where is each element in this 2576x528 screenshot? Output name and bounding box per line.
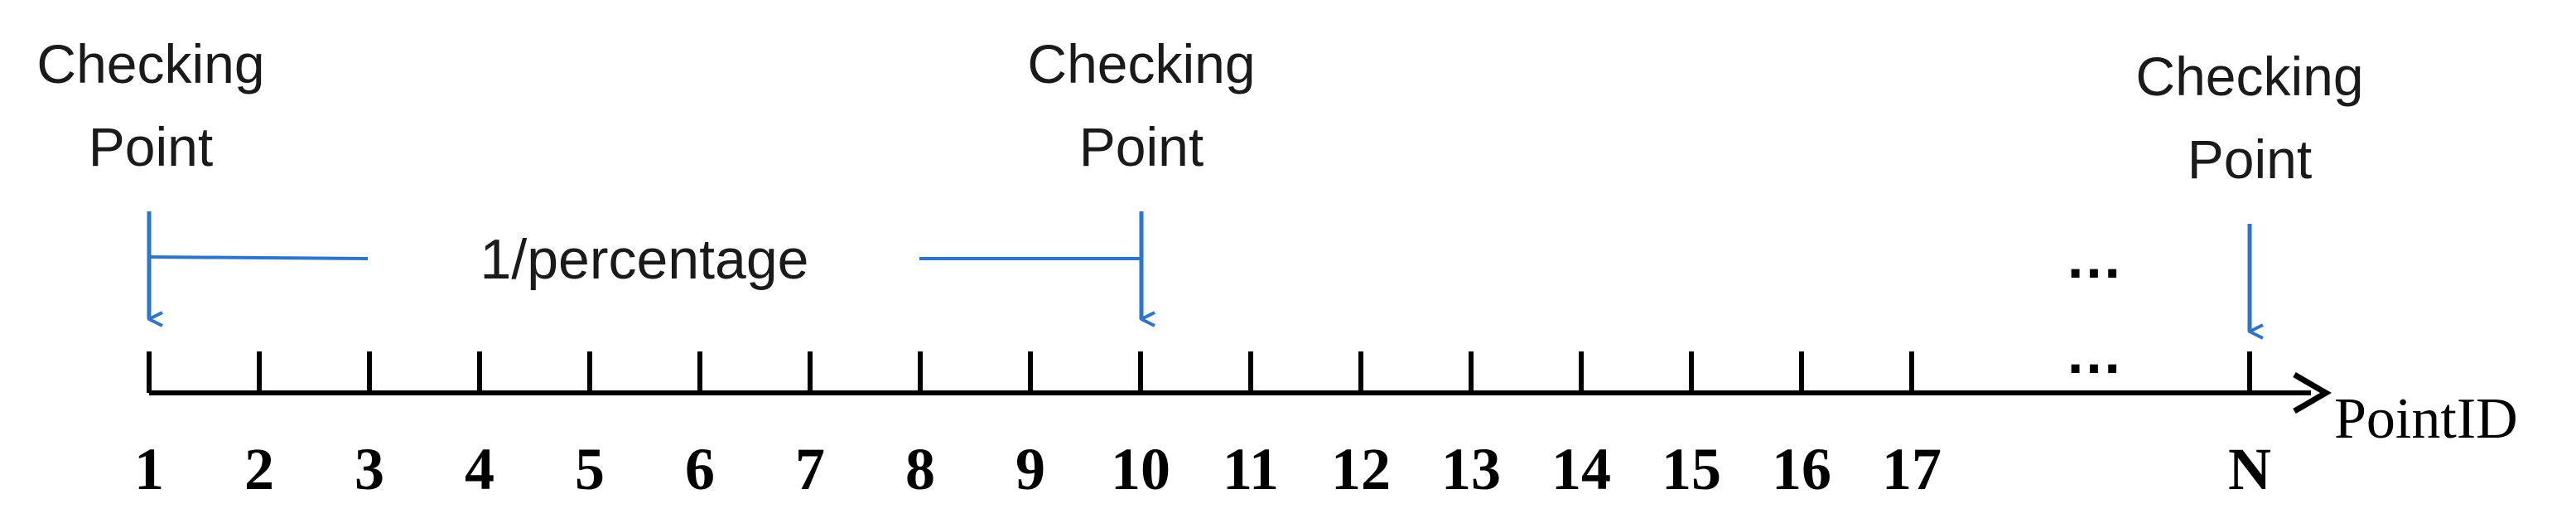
tick-label-15: 15 <box>1662 436 1721 502</box>
tick-label-N: N <box>2228 436 2271 502</box>
tick-label-9: 9 <box>1015 436 1045 502</box>
tick-label-3: 3 <box>355 436 384 502</box>
tick-label-7: 7 <box>795 436 825 502</box>
tick-label-14: 14 <box>1551 436 1611 502</box>
tick-label-12: 12 <box>1331 436 1391 502</box>
checking-point-2-label-line1: Checking <box>1027 33 1255 94</box>
ellipsis-lower: … <box>2065 321 2123 385</box>
checking-point-1-label-line1: Checking <box>36 33 264 94</box>
tick-label-1: 1 <box>134 436 164 502</box>
checking-point-3-label-line1: Checking <box>2135 46 2363 107</box>
axis-label: PointID <box>2334 387 2518 451</box>
checking-point-2-label-line2: Point <box>1079 116 1204 177</box>
checking-point-1-label-line2: Point <box>89 116 213 177</box>
tick-label-8: 8 <box>905 436 935 502</box>
tick-label-2: 2 <box>244 436 274 502</box>
pointid-axis-arrowhead <box>2293 371 2332 414</box>
tick-label-17: 17 <box>1882 436 1942 502</box>
tick-label-4: 4 <box>465 436 494 502</box>
tick-label-10: 10 <box>1111 436 1170 502</box>
ellipsis-upper: … <box>2065 225 2123 290</box>
tick-label-11: 11 <box>1223 436 1279 502</box>
tick-label-16: 16 <box>1772 436 1831 502</box>
tick-label-6: 6 <box>685 436 715 502</box>
tick-label-5: 5 <box>575 436 605 502</box>
tick-label-13: 13 <box>1441 436 1501 502</box>
checking-point-3-label-line2: Point <box>2188 128 2312 190</box>
axis-ticks <box>147 351 2252 393</box>
interval-left-line <box>148 255 369 260</box>
interval-label: 1/percentage <box>480 228 809 291</box>
